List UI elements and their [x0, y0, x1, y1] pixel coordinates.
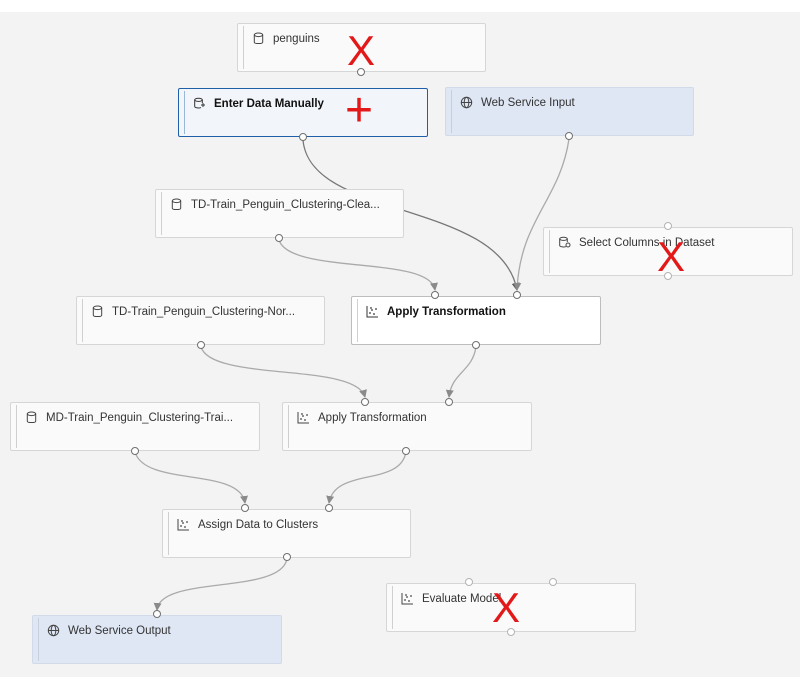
node-label: TD-Train_Penguin_Clustering-Clea...	[191, 198, 380, 211]
node-select-columns-header: Select Columns in Dataset	[558, 236, 715, 249]
node-penguins-header: penguins	[252, 32, 320, 45]
scatter-icon	[366, 306, 378, 318]
node-label: Web Service Output	[68, 624, 171, 637]
port-selectcols-in[interactable]	[664, 222, 672, 230]
port-tdclean-out[interactable]	[275, 234, 283, 242]
node-label: Web Service Input	[481, 96, 575, 109]
add-mark-enter-data: +	[345, 84, 374, 137]
scatter-icon	[177, 519, 189, 531]
node-apply-transformation-2[interactable]: Apply Transformation	[282, 402, 532, 451]
port-mdtrain-out[interactable]	[131, 447, 139, 455]
port-apply2-in-right[interactable]	[445, 398, 453, 406]
node-td-train-clean[interactable]: TD-Train_Penguin_Clustering-Clea...	[155, 189, 404, 238]
port-assign-in-left[interactable]	[241, 504, 249, 512]
node-assign-data-to-clusters[interactable]: Assign Data to Clusters	[162, 509, 411, 558]
database-icon	[92, 305, 103, 318]
node-md-train[interactable]: MD-Train_Penguin_Clustering-Trai...	[10, 402, 260, 451]
node-web-service-input[interactable]: Web Service Input	[445, 87, 694, 136]
node-label: Evaluate Model	[422, 592, 502, 605]
globe-icon	[460, 96, 473, 109]
port-apply1-out[interactable]	[472, 341, 480, 349]
port-selectcols-out[interactable]	[664, 272, 672, 280]
node-apply-transformation-1[interactable]: Apply Transformation	[351, 296, 601, 345]
node-label: Select Columns in Dataset	[579, 236, 715, 249]
node-assign-header: Assign Data to Clusters	[177, 518, 318, 531]
scatter-icon	[401, 593, 413, 605]
port-assign-in-right[interactable]	[325, 504, 333, 512]
scatter-icon	[297, 412, 309, 424]
enter-data-icon	[194, 97, 205, 109]
port-apply1-in-left[interactable]	[431, 291, 439, 299]
node-enter-data-manually[interactable]: Enter Data Manually	[178, 88, 428, 137]
database-icon	[171, 198, 182, 211]
node-ws-input-header: Web Service Input	[460, 96, 575, 109]
database-icon	[26, 411, 37, 424]
remove-mark-penguins: X	[347, 27, 376, 74]
remove-mark-select-columns: X	[657, 233, 686, 280]
port-evaluate-in-right[interactable]	[549, 578, 557, 586]
node-ws-output-header: Web Service Output	[47, 624, 171, 637]
node-apply1-header: Apply Transformation	[366, 305, 506, 318]
select-columns-icon	[559, 236, 571, 248]
port-penguins-out[interactable]	[357, 68, 365, 76]
port-tdnorm-out[interactable]	[197, 341, 205, 349]
port-assign-out[interactable]	[283, 553, 291, 561]
node-td-norm-header: TD-Train_Penguin_Clustering-Nor...	[91, 305, 295, 318]
node-label: MD-Train_Penguin_Clustering-Trai...	[46, 411, 234, 424]
node-label: Assign Data to Clusters	[198, 518, 319, 531]
remove-mark-evaluate-model: X	[492, 584, 521, 631]
database-icon	[253, 32, 264, 45]
node-label: penguins	[273, 32, 320, 45]
node-label: TD-Train_Penguin_Clustering-Nor...	[112, 305, 296, 318]
node-evaluate-model[interactable]: Evaluate Model	[386, 583, 636, 632]
port-evaluate-in-left[interactable]	[465, 578, 473, 586]
port-wsoutput-in[interactable]	[153, 610, 161, 618]
node-web-service-output[interactable]: Web Service Output	[32, 615, 282, 664]
node-md-train-header: MD-Train_Penguin_Clustering-Trai...	[25, 411, 233, 424]
node-label: Apply Transformation	[318, 411, 427, 424]
port-apply2-out[interactable]	[402, 447, 410, 455]
port-enterdata-out[interactable]	[299, 133, 307, 141]
node-penguins[interactable]: penguins	[237, 23, 486, 72]
node-td-clean-header: TD-Train_Penguin_Clustering-Clea...	[170, 198, 380, 211]
node-td-train-norm[interactable]: TD-Train_Penguin_Clustering-Nor...	[76, 296, 325, 345]
globe-icon	[47, 624, 60, 637]
node-apply2-header: Apply Transformation	[297, 411, 427, 424]
node-label: Apply Transformation	[387, 305, 506, 318]
port-evaluate-out[interactable]	[507, 628, 515, 636]
node-evaluate-header: Evaluate Model	[401, 592, 501, 605]
node-enter-data-header: Enter Data Manually	[193, 97, 324, 110]
port-apply2-in-left[interactable]	[361, 398, 369, 406]
port-apply1-in-right[interactable]	[513, 291, 521, 299]
port-wsinput-out[interactable]	[565, 132, 573, 140]
node-label: Enter Data Manually	[214, 97, 324, 110]
